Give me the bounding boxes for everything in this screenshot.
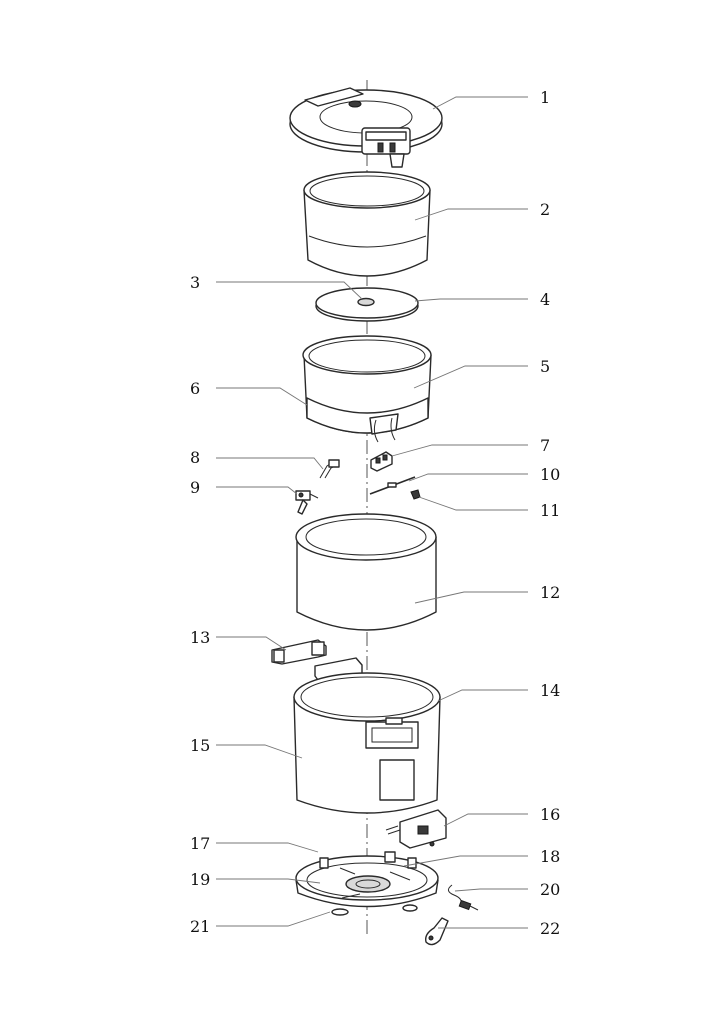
part-control-box [385,809,447,849]
part-power-cord [448,884,479,911]
callout-11: 11 [540,501,560,520]
callout-16: 16 [540,805,560,824]
callout-22: 22 [540,919,560,938]
callout-9: 9 [190,478,200,497]
callout-20: 20 [540,880,560,899]
part-inner-pot [303,171,431,277]
callout-12: 12 [540,583,560,602]
callout-labels: 1 2 3 4 5 6 7 8 9 10 11 12 13 14 15 16 1… [190,88,560,938]
callout-14: 14 [540,681,560,700]
callout-15: 15 [190,736,210,755]
part-plate [315,287,419,322]
part-thermal-fuse [319,459,340,479]
part-clip [410,489,421,500]
callout-17: 17 [190,834,210,853]
callout-7: 7 [540,436,550,455]
callout-18: 18 [540,847,560,866]
callout-21: 21 [190,917,210,936]
part-outer-shell [295,513,437,631]
callout-1: 1 [540,88,550,107]
callout-4: 4 [540,290,550,309]
part-heater-housing [302,335,432,443]
callout-3: 3 [190,273,200,292]
callout-2: 2 [540,200,550,219]
callout-5: 5 [540,357,550,376]
callout-13: 13 [190,628,210,647]
part-rod [369,476,416,495]
leader-lines [216,96,528,929]
part-handle [271,639,327,665]
callout-6: 6 [190,379,200,398]
part-lid [289,87,443,168]
callout-8: 8 [190,448,200,467]
part-body [293,657,441,814]
part-terminal-block [370,451,393,472]
part-base [295,851,439,916]
part-plug [424,917,449,946]
part-sensor-bracket [295,490,319,515]
callout-19: 19 [190,870,210,889]
callout-10: 10 [540,465,560,484]
